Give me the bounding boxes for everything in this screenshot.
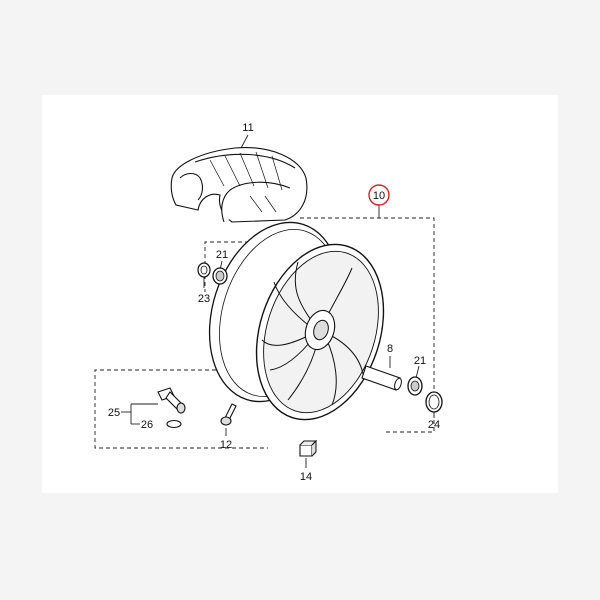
callout-seal-right: 24 xyxy=(428,419,440,431)
callout-tire: 11 xyxy=(242,122,253,134)
valve-stem xyxy=(220,403,237,426)
valve-assembly xyxy=(157,387,186,414)
callout-balance-weight: 14 xyxy=(300,471,312,483)
callout-valve-oring: 26 xyxy=(141,419,153,431)
highlight-circle xyxy=(368,184,390,206)
balance-weight xyxy=(299,439,318,457)
seal-right xyxy=(425,391,443,413)
callout-wheel: 10 xyxy=(373,190,385,202)
axle-collar xyxy=(361,365,402,391)
seal-left xyxy=(197,262,211,278)
tire xyxy=(170,147,308,223)
valve-oring xyxy=(166,419,182,429)
callout-valve-stem: 12 xyxy=(220,439,232,451)
callout-axle-collar: 8 xyxy=(387,343,393,355)
bearing-left xyxy=(212,267,228,285)
callout-seal-left: 23 xyxy=(198,293,210,305)
group-outline-valve xyxy=(94,369,268,449)
callout-bearing-right: 21 xyxy=(414,355,426,367)
callout-bearing-left: 21 xyxy=(216,249,228,261)
wheel xyxy=(208,221,385,421)
callout-valve-assembly: 25 xyxy=(108,407,120,419)
bearing-right xyxy=(407,376,423,396)
